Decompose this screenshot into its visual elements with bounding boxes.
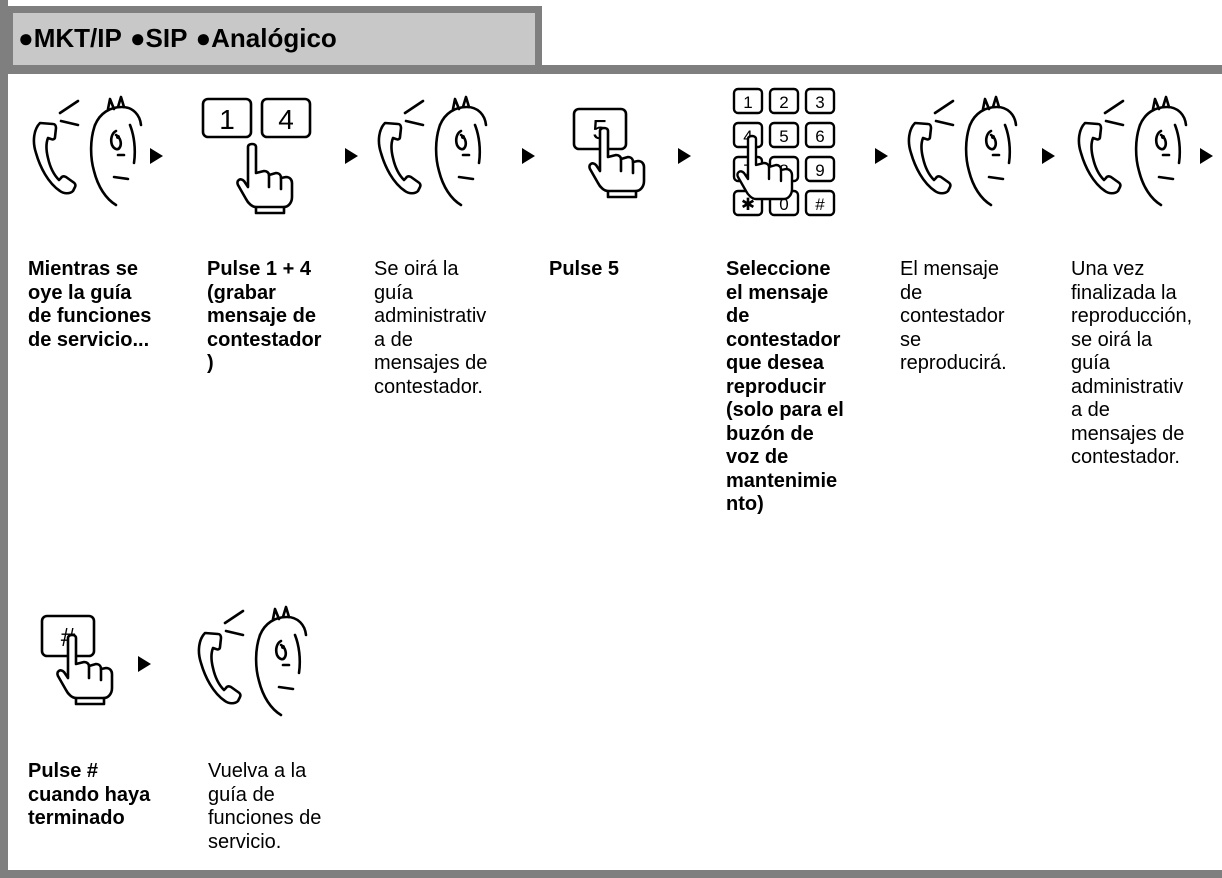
arrow-icon [138,656,151,672]
keypad-key-2 [804,87,836,115]
handset-listener-icon [195,605,310,720]
row2-step-caption-1: Pulse # cuando haya terminado [28,760,151,829]
system-tab-inner [13,13,535,65]
keypad-key-label-2: 3 [815,93,824,112]
key-4-label: 4 [278,104,294,135]
step-caption-2: Pulse 1 + 4 (grabar mensaje de contestad… [207,258,322,374]
key-1-label: 1 [219,104,235,135]
keypad-key-label-5: 6 [815,127,824,146]
keypad-key-label-9: ✱ [741,195,755,214]
system-sip: ●SIP [129,23,188,53]
finger-press-hash-key-icon: # [40,612,120,712]
step-caption-6: El mensaje de contestador se reproducirá… [900,258,1007,374]
system-mkt-ip: ●MKT/IP [18,23,122,53]
keypad-key-4 [768,121,800,149]
arrow-icon [1042,148,1055,164]
keypad-key-5 [804,121,836,149]
keypad-key-1 [768,87,800,115]
handset-listener-icon [1075,95,1190,210]
header-rule [0,65,1222,74]
system-analog: ●Analógico [195,23,337,53]
keypad-key-label-8: 9 [815,161,824,180]
keypad-key-11 [804,189,836,217]
step-caption-7: Una vez finalizada la reproducción, se o… [1071,258,1193,468]
step-caption-4: Pulse 5 [549,258,620,280]
keypad-key-0 [732,87,764,115]
keypad-key-label-10: 0 [779,195,788,214]
step-caption-3: Se oirá la guía administrativ a de mensa… [374,258,488,398]
keypad-icon: 123456789✱0# [728,85,843,230]
keypad-key-8 [804,155,836,183]
keypad-key-label-0: 1 [743,93,752,112]
arrow-icon [150,148,163,164]
keypad-key-label-11: # [815,195,825,214]
keypad-key-label-4: 5 [779,127,788,146]
handset-listener-icon [375,95,490,210]
step-caption-1: Mientras se oye la guía de funciones de … [28,258,152,351]
system-list: ●MKT/IP●SIP●Analógico [18,20,345,56]
frame-left-border [0,0,8,878]
handset-listener-icon [905,95,1020,210]
step-caption-5: Seleccione el mensaje de contestador que… [726,258,844,515]
arrow-icon [345,148,358,164]
frame-bottom-border [0,870,1222,878]
arrow-icon [875,148,888,164]
handset-listener-icon [30,95,145,210]
finger-press-keys-icon: 1 4 [200,95,320,215]
arrow-icon [678,148,691,164]
finger-press-key-icon: 5 [572,105,652,205]
keypad-key-label-1: 2 [779,93,788,112]
row2-step-caption-2: Vuelva a la guía de funciones de servici… [208,760,322,853]
arrow-icon [522,148,535,164]
arrow-icon [1200,148,1213,164]
